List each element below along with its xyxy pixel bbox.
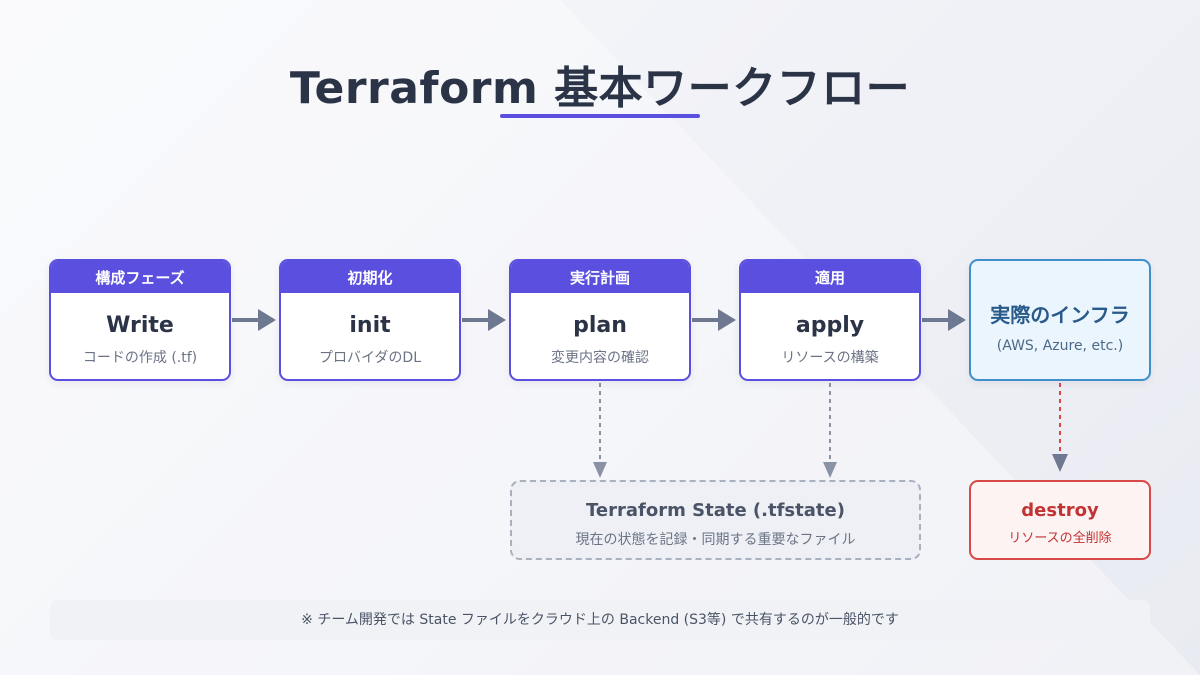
state-title: Terraform State (.tfstate) bbox=[586, 500, 845, 521]
state-box: Terraform State (.tfstate) 現在の状態を記録・同期する… bbox=[510, 480, 921, 560]
footnote: ※ チーム開発では State ファイルをクラウド上の Backend (S3等… bbox=[50, 600, 1150, 640]
state-arrow-apply bbox=[823, 383, 837, 478]
step-command: init bbox=[349, 313, 391, 338]
step-description: リソースの構築 bbox=[781, 350, 879, 366]
infra-title: 実際のインフラ bbox=[990, 303, 1130, 327]
step-command: Write bbox=[106, 313, 174, 338]
step-init: 初期化 init プロバイダのDL bbox=[279, 259, 461, 381]
step-write: 構成フェーズ Write コードの作成 (.tf) bbox=[49, 259, 231, 381]
step-command: plan bbox=[573, 313, 627, 338]
flow-arrow-plan-apply bbox=[692, 309, 736, 331]
step-phase-label: 構成フェーズ bbox=[51, 261, 229, 293]
step-description: コードの作成 (.tf) bbox=[82, 350, 198, 366]
destroy-subtitle: リソースの全削除 bbox=[1008, 531, 1112, 546]
infra-subtitle: (AWS, Azure, etc.) bbox=[996, 338, 1124, 354]
step-apply: 適用 apply リソースの構築 bbox=[739, 259, 921, 381]
title-underline bbox=[500, 114, 700, 118]
destroy-box: destroy リソースの全削除 bbox=[969, 480, 1151, 560]
state-arrow-plan bbox=[593, 383, 607, 478]
step-command: apply bbox=[795, 313, 865, 338]
step-phase-label: 適用 bbox=[741, 261, 919, 293]
step-plan: 実行計画 plan 変更内容の確認 bbox=[509, 259, 691, 381]
step-description: プロバイダのDL bbox=[318, 350, 422, 366]
destroy-title: destroy bbox=[1021, 500, 1099, 521]
flow-arrow-apply-infra bbox=[922, 309, 966, 331]
state-subtitle: 現在の状態を記録・同期する重要なファイル bbox=[575, 532, 856, 548]
flow-arrow-write-init bbox=[232, 309, 276, 331]
page-title: Terraform 基本ワークフロー bbox=[289, 63, 911, 114]
destroy-arrow bbox=[1052, 383, 1068, 472]
step-phase-label: 初期化 bbox=[281, 261, 459, 293]
step-description: 変更内容の確認 bbox=[551, 350, 649, 366]
infra-box: 実際のインフラ (AWS, Azure, etc.) bbox=[969, 259, 1151, 381]
step-phase-label: 実行計画 bbox=[511, 261, 689, 293]
flow-arrow-init-plan bbox=[462, 309, 506, 331]
